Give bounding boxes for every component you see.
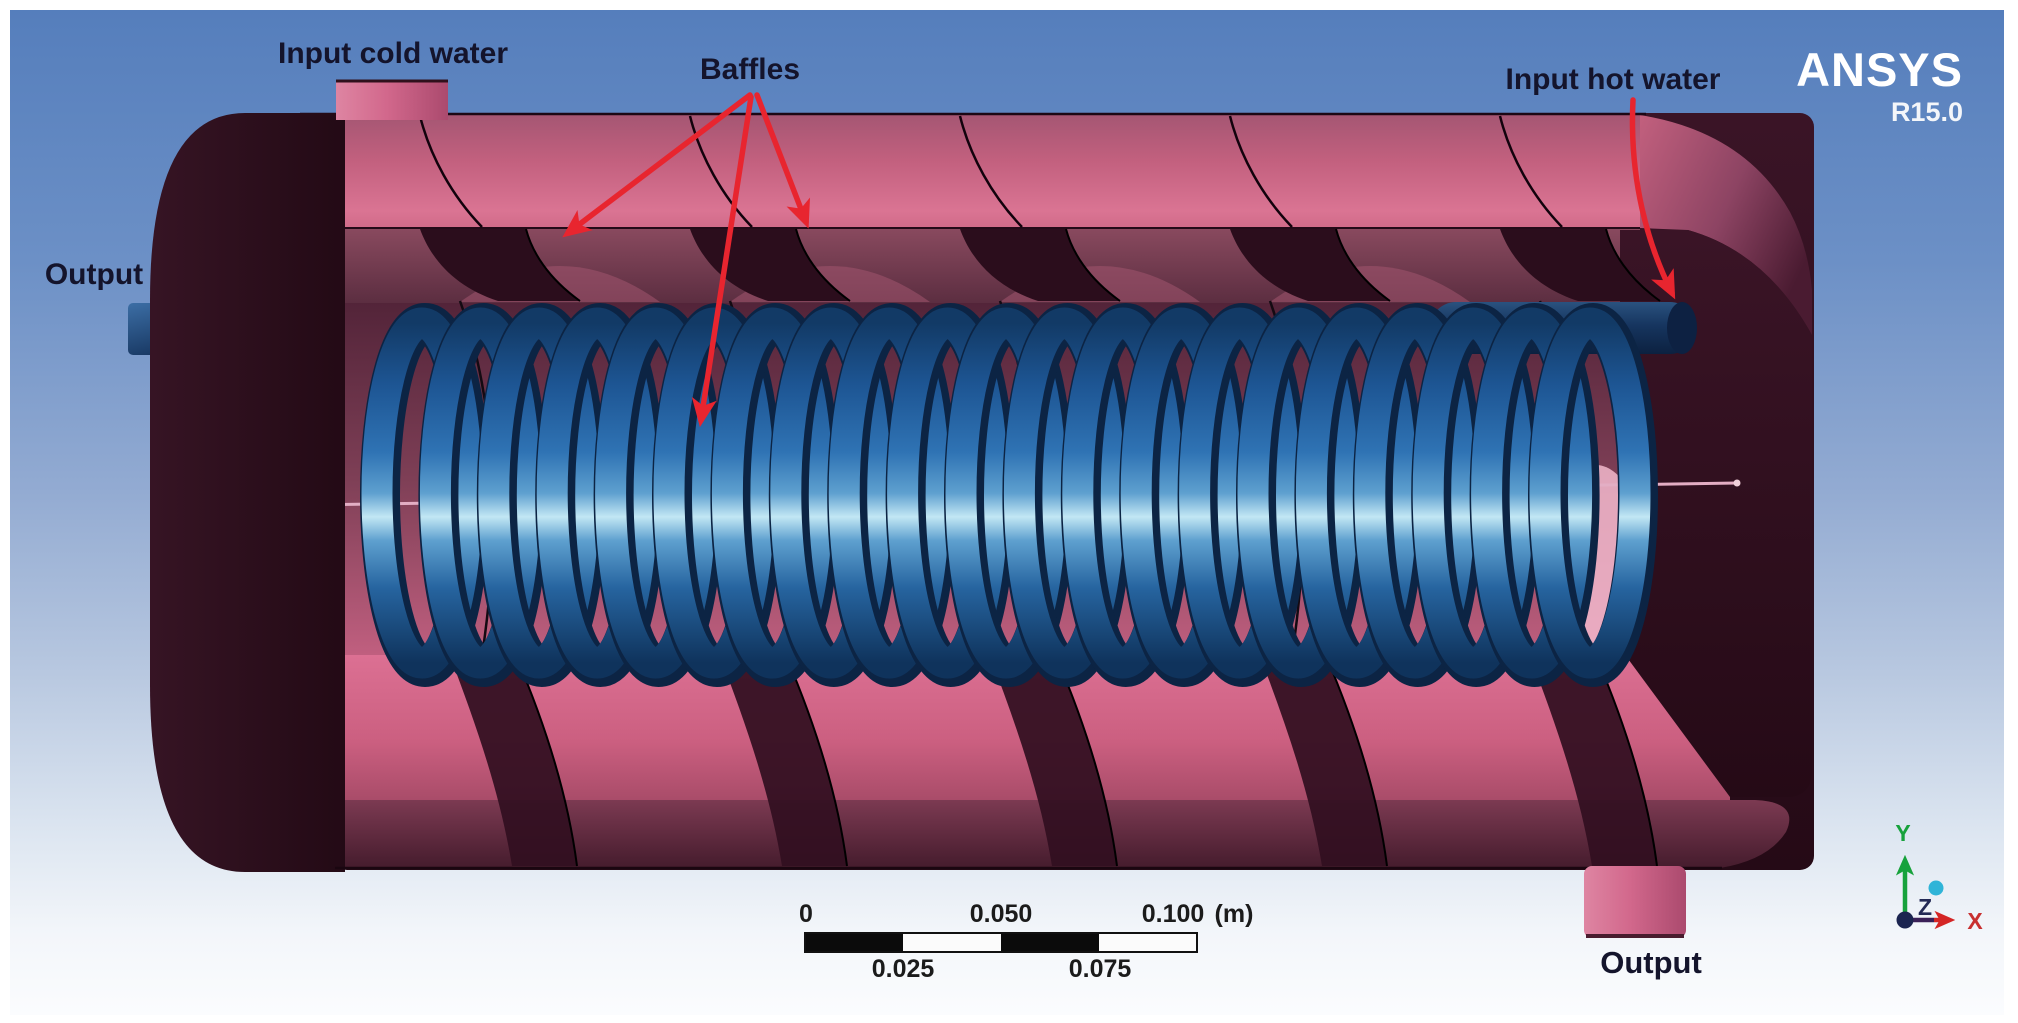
label-baffles: Baffles — [700, 53, 800, 86]
scale-unit-label: (m) — [1215, 900, 1254, 928]
baffle-arrow-middle — [691, 94, 754, 428]
shell-outlet-pipe — [1584, 866, 1686, 938]
ansys-brand-text: ANSYS — [1796, 43, 1963, 96]
left-end-cap — [150, 113, 345, 872]
ansys-release-text: R15.0 — [1891, 97, 1963, 127]
scale-segment-white — [1099, 933, 1197, 952]
scale-bar: 0 0.050 0.100 (m) 0.025 0.075 — [799, 900, 1253, 983]
cold-inlet-pipe — [336, 79, 448, 120]
scale-segment-white — [903, 933, 1001, 952]
scale-tick-0050: 0.050 — [970, 900, 1033, 928]
scale-tick-0100: 0.100 — [1142, 900, 1205, 928]
ansys-viewport[interactable]: Input cold water Baffles Input hot water… — [10, 10, 2004, 1015]
scale-tick-0075: 0.075 — [1069, 955, 1132, 983]
triad-origin-dot — [1896, 911, 1914, 929]
label-input-hot-water: Input hot water — [1506, 63, 1721, 96]
x-axis-label: X — [1967, 908, 1983, 934]
shell-top-right-corner — [1640, 115, 1812, 335]
z-axis-dot — [1928, 880, 1944, 896]
hot-inlet-arrow — [1629, 97, 1676, 300]
shell-top-surface — [300, 115, 1640, 228]
ansys-logo: ANSYS R15.0 — [1796, 43, 1963, 127]
scale-bar-border — [804, 932, 1198, 953]
baffle-arrow-right — [754, 92, 811, 229]
scale-tick-0025: 0.025 — [872, 955, 935, 983]
z-axis-label: Z — [1918, 894, 1932, 920]
baffle-arrow-left — [562, 92, 753, 238]
scale-segment-black — [1001, 933, 1099, 952]
shell-right-cut-face — [1620, 230, 1812, 797]
annotation-arrows — [562, 92, 1676, 428]
y-axis-label: Y — [1895, 820, 1910, 846]
label-output-left: Output — [45, 258, 143, 291]
label-input-cold-water: Input cold water — [278, 37, 508, 70]
coordinate-triad: Y X Z — [1895, 820, 1983, 934]
scale-segment-black — [805, 933, 903, 952]
coil-axis-end — [1733, 479, 1741, 487]
scale-tick-0: 0 — [799, 900, 813, 928]
label-output-bottom: Output — [1600, 945, 1702, 980]
